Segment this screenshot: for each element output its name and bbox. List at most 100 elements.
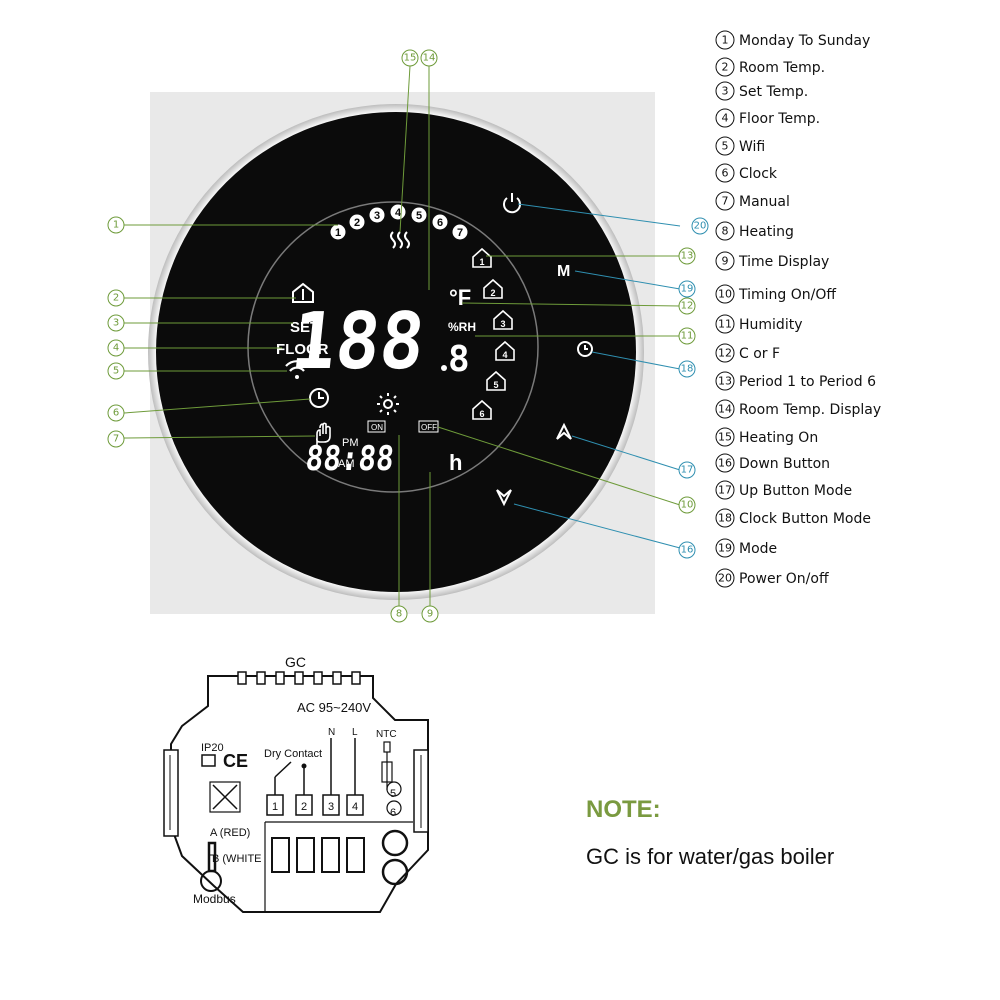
room-temp-decimal: 8 (448, 339, 470, 380)
legend-number-circle (715, 343, 735, 363)
legend-number: 10 (718, 288, 732, 301)
heating-on-icon (390, 231, 410, 249)
heating-sun-icon (377, 393, 399, 415)
callout-marker (420, 49, 438, 67)
legend-number-circle (715, 163, 735, 183)
callout-number: 18 (681, 364, 694, 375)
up-button[interactable] (556, 422, 572, 440)
callout-number: 8 (396, 609, 402, 620)
a-red-label: A (RED) (210, 827, 250, 839)
callout-number: 4 (113, 343, 119, 354)
callout-number: 7 (113, 434, 119, 445)
legend-item-label: Room Temp. Display (739, 402, 881, 418)
legend-item-label: Mode (739, 541, 777, 557)
callout-marker (691, 217, 709, 235)
day-indicator-number: 6 (437, 217, 443, 229)
day-indicator (432, 214, 448, 230)
legend-number-circle (715, 371, 735, 391)
legend-number: 3 (722, 85, 729, 98)
manual-hand-icon (316, 422, 331, 446)
callout-number: 13 (681, 251, 694, 262)
period-number: 4 (502, 350, 507, 360)
legend-number-circle (715, 57, 735, 77)
legend-number: 4 (722, 112, 729, 125)
period-house-icon (483, 278, 503, 299)
callout-number: 14 (423, 53, 436, 64)
b-white-label: B (WHITE (212, 853, 262, 865)
power-button[interactable] (503, 193, 521, 214)
legend-number-circle (715, 480, 735, 500)
lcd-display-circle (247, 201, 539, 493)
callout-number: 11 (681, 331, 694, 342)
legend-number: 1 (722, 34, 729, 47)
legend-item-label: Humidity (739, 317, 802, 333)
floor-label: FLOOR (276, 341, 329, 358)
legend-number-circle (715, 30, 735, 50)
callout-number: 1 (113, 220, 119, 231)
legend-item-label: Set Temp. (739, 84, 808, 100)
callout-marker (401, 49, 419, 67)
time-digits: 88:88 (304, 439, 396, 479)
unit-fahrenheit: °F (449, 285, 471, 310)
callout-number: 16 (681, 545, 694, 556)
terminal-number: 3 (328, 801, 334, 813)
voltage-label: AC 95~240V (297, 700, 371, 715)
callout-marker (107, 216, 125, 234)
period-number: 2 (490, 288, 495, 298)
callout-number: 5 (113, 366, 119, 377)
wifi-icon (285, 360, 309, 379)
room-temp-icon (292, 282, 314, 303)
period-number: 3 (500, 319, 505, 329)
down-button[interactable] (496, 489, 512, 507)
callout-marker (678, 297, 696, 315)
callout-number: 9 (427, 609, 433, 620)
callout-number: 19 (681, 284, 694, 295)
legend-number: 19 (718, 542, 732, 555)
legend-number-circle (715, 538, 735, 558)
clock-button[interactable] (577, 341, 593, 357)
callout-marker (107, 362, 125, 380)
legend-number: 18 (718, 512, 732, 525)
legend-number-circle (715, 221, 735, 241)
callout-number: 12 (681, 301, 694, 312)
legend-number-circle (715, 284, 735, 304)
legend-number-circle (715, 81, 735, 101)
callout-marker (107, 430, 125, 448)
mode-button[interactable]: M (557, 263, 570, 280)
callout-number: 15 (404, 53, 417, 64)
period-number: 6 (479, 409, 484, 419)
pm-label: PM (342, 437, 359, 449)
legend-item-label: Monday To Sunday (739, 33, 870, 49)
legend-item-label: Manual (739, 194, 790, 210)
terminal-number: 4 (352, 801, 358, 813)
note-body: GC is for water/gas boiler (586, 844, 835, 869)
callout-lines (123, 65, 681, 606)
legend-number: 12 (718, 347, 732, 360)
legend-number: 15 (718, 431, 732, 444)
callout-number: 20 (694, 221, 707, 232)
room-temp-digits: 188 (287, 296, 429, 387)
legend-number: 2 (722, 61, 729, 74)
legend-item-label: Up Button Mode (739, 483, 852, 499)
wiring-diagram (163, 671, 429, 913)
legend-item-label: Heating (739, 224, 794, 240)
ntc-terminal-5: 5 (390, 788, 396, 800)
callout-marker (421, 605, 439, 623)
period-house-icon (472, 399, 492, 420)
dry-contact-label: Dry Contact (264, 748, 322, 760)
thermostat-face (156, 112, 636, 592)
callout-marker (678, 461, 696, 479)
legend-number: 17 (718, 484, 732, 497)
terminal-l-label: L (352, 727, 358, 738)
callout-marker (107, 404, 125, 422)
legend-number: 6 (722, 167, 729, 180)
period-house-icon (493, 309, 513, 330)
day-indicator-number: 7 (457, 227, 463, 239)
clock-icon (309, 388, 329, 408)
legend-number: 5 (722, 140, 729, 153)
